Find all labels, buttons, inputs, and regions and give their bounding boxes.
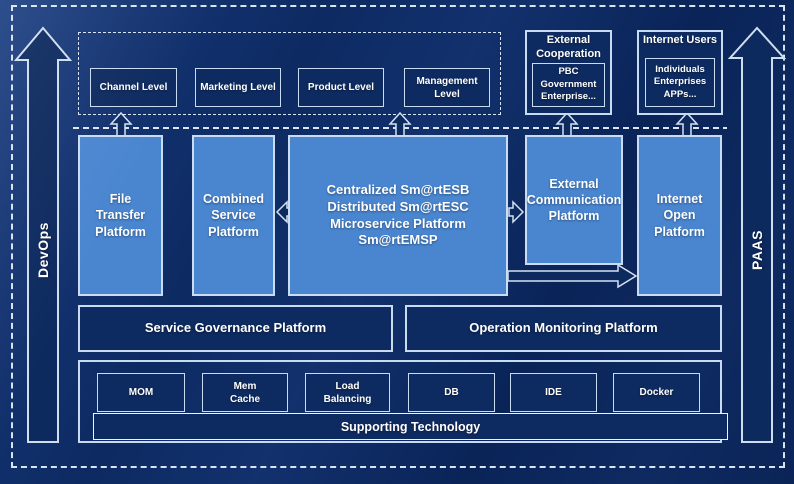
- external-cooperation-box: External Cooperation PBC Government Ente…: [525, 30, 612, 115]
- internet-users-members: Individuals Enterprises APPs...: [645, 58, 715, 107]
- level-box-marketing: Marketing Level: [195, 68, 281, 107]
- tech-box-load-balancing: Load Balancing: [305, 373, 390, 412]
- level-box-product: Product Level: [298, 68, 384, 107]
- tech-box-docker: Docker: [613, 373, 700, 412]
- levels-dashed-frame: [78, 32, 501, 115]
- external-cooperation-title: External Cooperation: [536, 34, 601, 60]
- supporting-technology-container: [78, 360, 722, 443]
- level-box-management: Management Level: [404, 68, 490, 107]
- devops-rail-label: DevOps: [35, 222, 51, 278]
- platform-box-internet-open: Internet Open Platform: [637, 135, 722, 296]
- internet-users-box: Internet Users Individuals Enterprises A…: [637, 30, 723, 115]
- layer-separator-dashed-line: [73, 127, 727, 129]
- platform-box-combined-service: Combined Service Platform: [192, 135, 275, 296]
- level-box-channel: Channel Level: [90, 68, 177, 107]
- internet-users-title: Internet Users: [643, 34, 717, 46]
- platform-box-file-transfer: File Transfer Platform: [78, 135, 163, 296]
- tech-box-ide: IDE: [510, 373, 597, 412]
- paas-rail-label: PAAS: [749, 230, 765, 270]
- tech-box-mem-cache: Mem Cache: [202, 373, 288, 412]
- external-cooperation-members: PBC Government Enterprise...: [532, 63, 605, 107]
- platform-box-central-esb: Centralized Sm@rtESB Distributed Sm@rtES…: [288, 135, 508, 296]
- tech-box-db: DB: [408, 373, 495, 412]
- operation-monitoring-platform-box: Operation Monitoring Platform: [405, 305, 722, 352]
- tech-box-mom: MOM: [97, 373, 185, 412]
- platform-box-external-communication: External Communication Platform: [525, 135, 623, 265]
- service-governance-platform-box: Service Governance Platform: [78, 305, 393, 352]
- supporting-technology-bar: Supporting Technology: [93, 413, 728, 440]
